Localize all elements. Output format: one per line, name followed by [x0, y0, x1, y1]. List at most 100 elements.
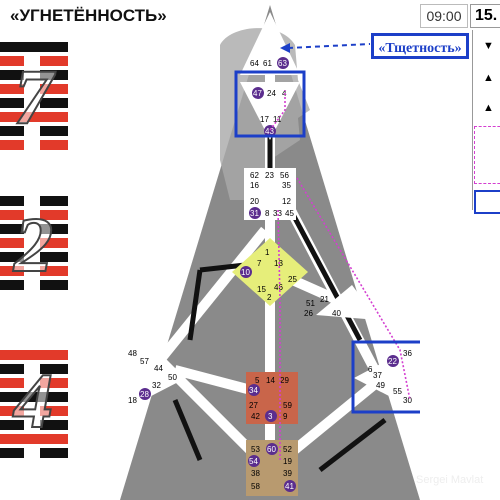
gate-30: 30 — [403, 396, 412, 405]
gate-48: 48 — [128, 349, 137, 358]
hex-line — [40, 280, 68, 290]
gate-58: 58 — [251, 482, 260, 491]
gate-31-marker — [249, 207, 261, 219]
hex-line — [0, 126, 24, 136]
hex-line — [40, 84, 68, 94]
author-credit: Sergei Mavlat — [416, 474, 484, 486]
gate-46: 46 — [274, 283, 283, 292]
gate-3: 3 — [268, 412, 273, 421]
gate-29: 29 — [280, 376, 289, 385]
gate-32: 32 — [152, 381, 161, 390]
date-field[interactable]: 15. — [470, 4, 500, 28]
hex-line — [0, 392, 68, 402]
hex-line — [0, 280, 24, 290]
gate-56: 56 — [280, 171, 289, 180]
hex-line — [0, 140, 24, 150]
gate-26: 26 — [304, 309, 313, 318]
hex-line — [0, 266, 24, 276]
gate-10-marker — [240, 266, 252, 278]
gate-37: 37 — [373, 371, 382, 380]
hex-line — [0, 350, 68, 360]
hex-line — [0, 210, 24, 220]
hex-line — [0, 434, 68, 444]
gate-60: 60 — [267, 445, 276, 454]
gate-3-marker — [265, 410, 277, 422]
gate-41: 41 — [285, 482, 294, 491]
solar-plexus-highlight-box — [351, 340, 420, 414]
callout-label: «Тщетность» — [371, 33, 469, 59]
gate-43-marker — [264, 125, 276, 137]
hexagram-number: 7 — [13, 52, 54, 141]
hex-line — [0, 364, 24, 374]
gate-21: 21 — [320, 295, 329, 304]
gate-54-marker — [248, 455, 260, 467]
gate-47-marker — [252, 87, 264, 99]
gate-24: 24 — [267, 89, 276, 98]
gate-49: 49 — [376, 381, 385, 390]
gate-34: 34 — [249, 386, 258, 395]
hex-line — [0, 84, 24, 94]
gate-59: 59 — [283, 401, 292, 410]
gate-8: 8 — [265, 209, 270, 218]
ajna-highlight-box — [234, 70, 306, 138]
hex-line — [40, 378, 68, 388]
gate-42: 42 — [251, 412, 260, 421]
time-field[interactable]: 09:00 — [420, 4, 468, 28]
page-title: «УГНЕТЁННОСТЬ» — [10, 6, 167, 25]
hex-line — [0, 98, 24, 108]
gate-54: 54 — [249, 457, 258, 466]
gate-15: 15 — [257, 285, 266, 294]
hex-line — [40, 238, 68, 248]
hex-line — [40, 252, 68, 262]
hex-line — [40, 70, 68, 80]
gate-31: 31 — [250, 209, 259, 218]
pointer-arrowhead-icon — [280, 43, 290, 53]
hex-line — [40, 126, 68, 136]
solar-plexus-center — [354, 345, 416, 410]
hex-line — [0, 238, 24, 248]
gate-41-marker — [284, 480, 296, 492]
gate-14: 14 — [266, 376, 275, 385]
gate-25: 25 — [288, 275, 297, 284]
hex-line — [40, 266, 68, 276]
gate-20: 20 — [250, 197, 259, 206]
gate-51: 51 — [306, 299, 315, 308]
gate-60-marker — [266, 443, 278, 455]
hex-line — [0, 420, 24, 430]
gate-63: 63 — [278, 59, 287, 68]
side-dashed-box — [474, 126, 500, 184]
gate-18: 18 — [128, 396, 137, 405]
gate-50: 50 — [168, 373, 177, 382]
hex-line — [0, 378, 24, 388]
gate-12: 12 — [282, 197, 291, 206]
gate-35: 35 — [282, 181, 291, 190]
bodygraph: 64 61 63 47 24 4 17 11 43 62 23 56 16 35… — [120, 5, 420, 500]
gate-64: 64 — [250, 59, 259, 68]
hex-line — [40, 406, 68, 416]
hex-line — [40, 98, 68, 108]
hex-line — [0, 70, 24, 80]
gate-62: 62 — [250, 171, 259, 180]
expand-up-icon[interactable]: ▲ — [483, 72, 494, 84]
gate-63-marker — [277, 57, 289, 69]
gate-2: 2 — [267, 293, 272, 302]
g-center — [232, 238, 308, 306]
gate-43: 43 — [265, 127, 274, 136]
gate-9: 9 — [283, 412, 288, 421]
gate-55: 55 — [393, 387, 402, 396]
gate-10: 10 — [241, 268, 250, 277]
gate-44: 44 — [154, 364, 163, 373]
hex-line — [40, 224, 68, 234]
hex-line — [0, 56, 24, 66]
hexagram-number: 4 — [13, 356, 54, 445]
gate-16: 16 — [250, 181, 259, 190]
callout-pointer — [287, 43, 371, 49]
gate-45: 45 — [285, 209, 294, 218]
gate-34-marker — [248, 384, 260, 396]
collapse-down-icon[interactable]: ▼ — [483, 40, 494, 52]
magenta-paths — [269, 90, 411, 460]
hex-line — [40, 364, 68, 374]
expand-up-icon[interactable]: ▲ — [483, 102, 494, 114]
gate-38: 38 — [251, 469, 260, 478]
hex-line — [0, 448, 24, 458]
